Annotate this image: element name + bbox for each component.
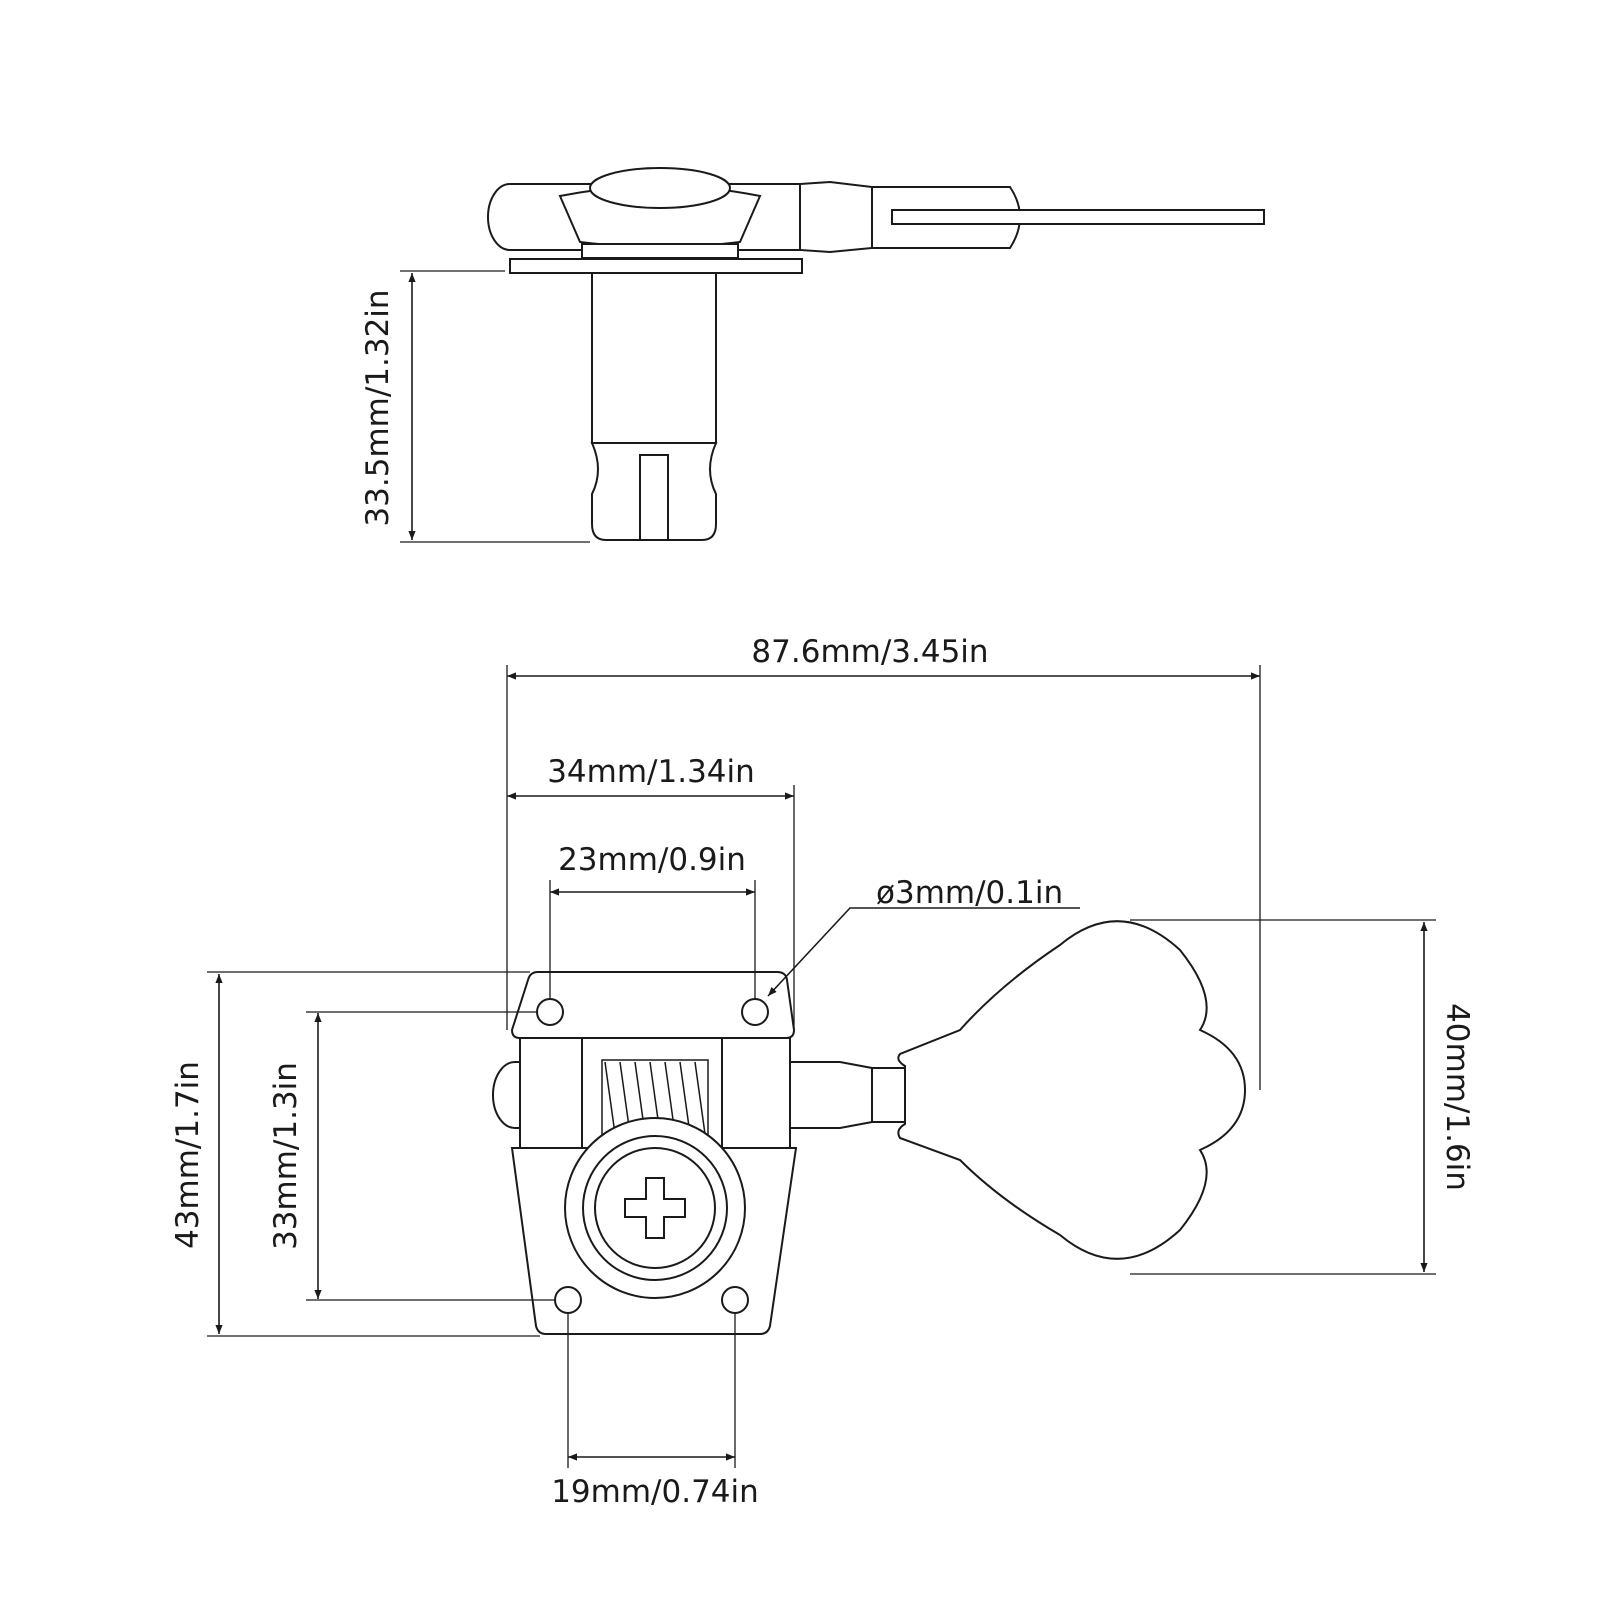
dim-housing-width: 34mm/1.34in [507, 754, 795, 1030]
screw-cross-icon [624, 1177, 686, 1239]
dim-post-height: 33.5mm/1.32in [360, 270, 590, 543]
dim-hole-diameter-label: ø3mm/0.1in [876, 875, 1063, 911]
mount-hole-top-right [741, 998, 769, 1026]
dim-top-hole-spacing-label: 23mm/0.9in [558, 842, 746, 878]
dim-hole-diameter: ø3mm/0.1in [767, 875, 1080, 997]
side-post-slot [639, 454, 669, 541]
side-gear-dome [589, 167, 731, 209]
side-view [487, 167, 1265, 541]
front-view [492, 920, 1247, 1335]
mount-hole-bottom-right [721, 1286, 749, 1314]
dim-top-hole-spacing: 23mm/0.9in [549, 842, 756, 999]
dim-button-height: 40mm/1.6in [1130, 919, 1475, 1275]
dim-hole-vertical-spacing-label: 33mm/1.3in [268, 1062, 304, 1250]
mount-hole-top-left [536, 998, 564, 1026]
dim-bottom-hole-spacing: 19mm/0.74in [551, 1313, 759, 1510]
front-button-head [897, 920, 1247, 1260]
dim-housing-width-label: 34mm/1.34in [547, 754, 755, 790]
side-post [591, 272, 717, 444]
dim-button-height-label: 40mm/1.6in [1439, 1003, 1475, 1191]
front-shaft [492, 1061, 521, 1129]
side-washer [581, 243, 739, 259]
side-shaft-taper [799, 180, 873, 254]
front-shaft-right [789, 1061, 873, 1129]
dim-hole-vertical-spacing: 33mm/1.3in [268, 1011, 555, 1301]
mount-hole-bottom-left [554, 1286, 582, 1314]
dim-housing-height: 43mm/1.7in [170, 971, 540, 1337]
dim-total-length: 87.6mm/3.45in [506, 634, 1261, 1090]
dim-post-height-label: 33.5mm/1.32in [360, 289, 396, 526]
dim-total-length-label: 87.6mm/3.45in [751, 634, 988, 670]
dim-bottom-hole-spacing-label: 19mm/0.74in [551, 1474, 759, 1510]
dim-housing-height-label: 43mm/1.7in [170, 1061, 206, 1249]
side-base-plate [509, 258, 803, 274]
side-button-blade [891, 209, 1265, 225]
